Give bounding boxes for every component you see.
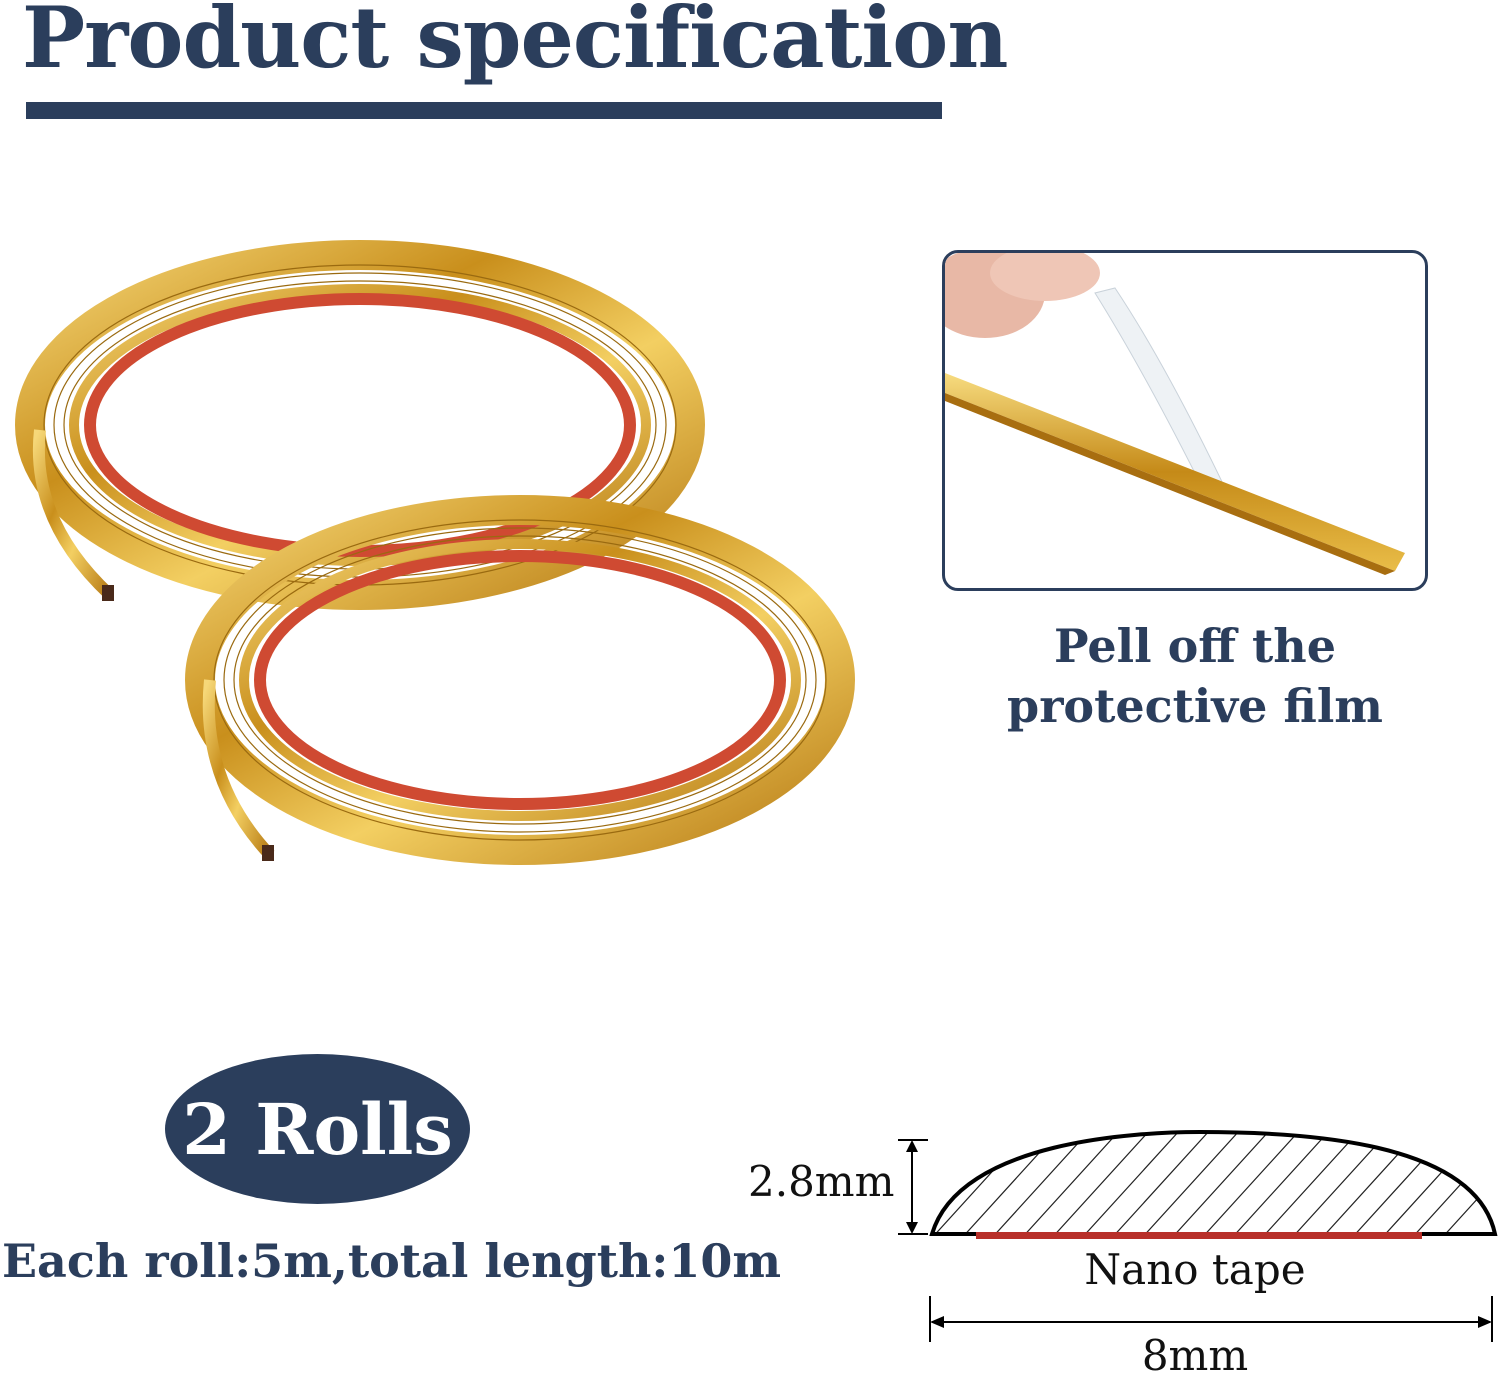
- nano-tape-label: Nano tape: [1084, 1245, 1305, 1294]
- rolls-badge: 2 Rolls: [165, 1054, 470, 1204]
- title-underline: [26, 102, 942, 119]
- profile-outline: [929, 1129, 1498, 1236]
- peel-film-photo: [942, 250, 1428, 591]
- peel-film-caption: Pell off the protective film: [960, 616, 1430, 736]
- profile-hatching: [932, 1132, 1495, 1234]
- cross-section-diagram: 2.8mm Nano tape 8mm: [748, 1129, 1498, 1377]
- front-roll: [185, 495, 855, 865]
- nano-tape-strip: [976, 1232, 1422, 1239]
- width-label: 8mm: [1142, 1331, 1248, 1377]
- caption-line-1: Pell off the: [1054, 619, 1336, 673]
- page-title: Product specification: [22, 0, 1008, 87]
- gold-trim-rolls-image: [15, 240, 855, 865]
- height-label: 2.8mm: [748, 1157, 894, 1206]
- rolls-badge-label: 2 Rolls: [182, 1087, 453, 1171]
- length-note: Each roll:5m,total length:10m: [2, 1234, 782, 1288]
- caption-line-2: protective film: [1007, 679, 1383, 733]
- peel-film-illustration: [945, 253, 1405, 575]
